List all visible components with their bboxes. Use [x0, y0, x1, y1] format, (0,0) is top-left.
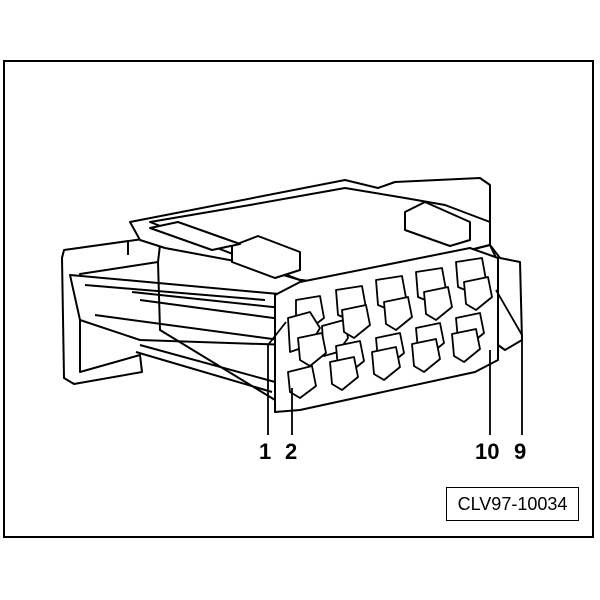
- reference-code-box: CLV97-10034: [446, 487, 579, 521]
- reference-code: CLV97-10034: [457, 493, 568, 514]
- pin-label-10: 10: [475, 439, 500, 464]
- pin-label-1: 1: [259, 439, 272, 464]
- pin-label-9: 9: [514, 439, 527, 464]
- pin-label-2: 2: [285, 439, 298, 464]
- leader-pin-9: [495, 289, 523, 435]
- latch-tab-back-left: [149, 221, 241, 251]
- left-latch: [61, 237, 161, 385]
- latch-tab-left: [231, 235, 301, 279]
- leader-pin-1: [267, 321, 287, 435]
- latch-tab-right: [404, 201, 471, 247]
- wire-channel: [69, 274, 301, 346]
